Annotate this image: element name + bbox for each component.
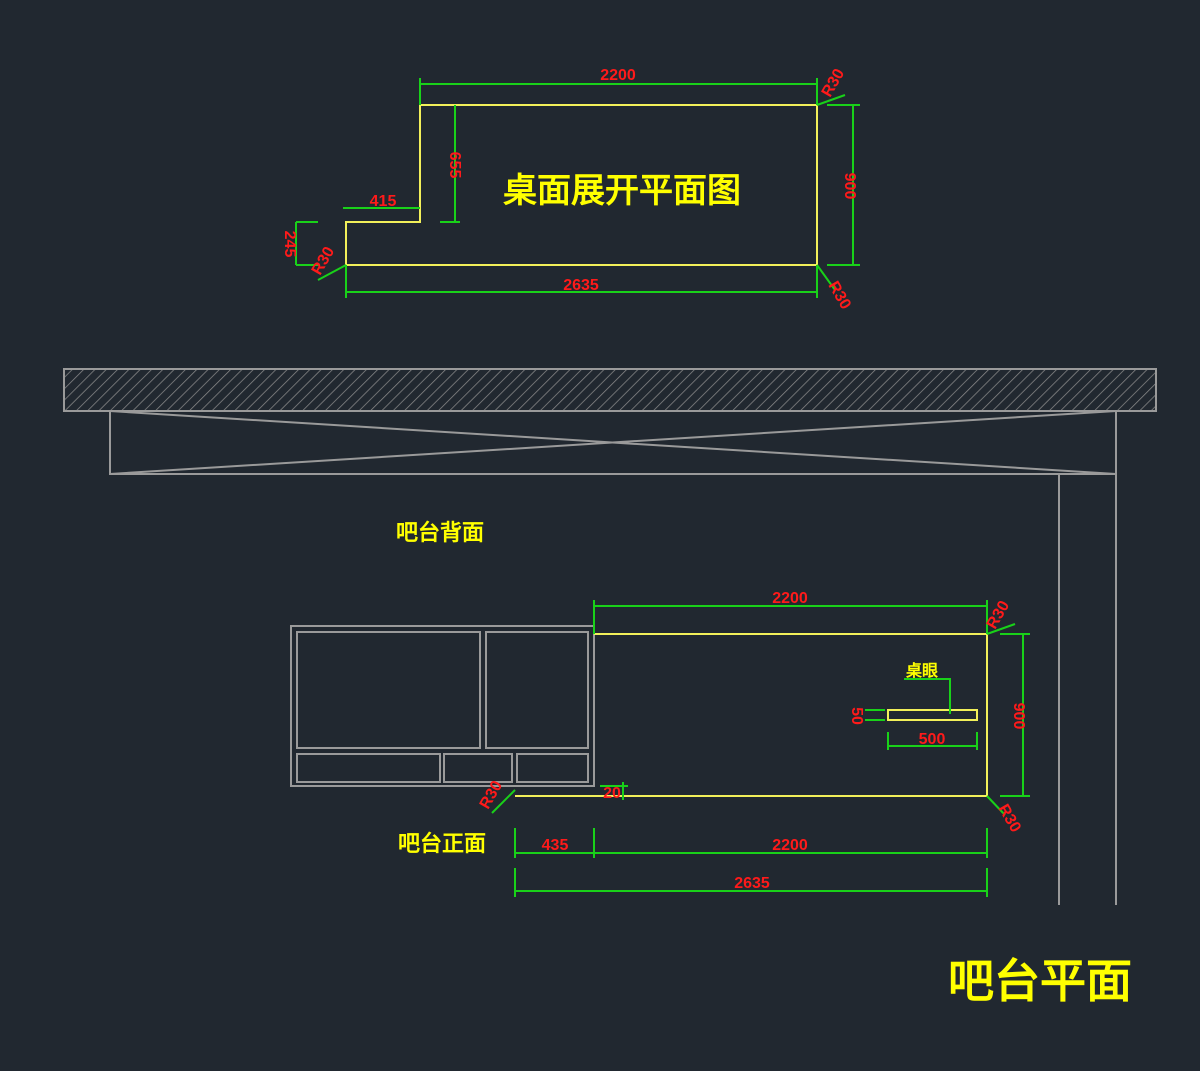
- dim-radius: R30: [477, 778, 506, 812]
- back-cabinet: [290, 625, 595, 787]
- wall: [63, 368, 1157, 905]
- main-title: 吧台平面: [948, 954, 1132, 1008]
- dim-radius: R30: [309, 244, 338, 278]
- top-plan: 2200 655 415 245 900 2635 R30 R30 R30 桌面…: [281, 66, 860, 313]
- dim-hole-height: 50: [848, 707, 865, 725]
- dim-bar-width: 2200: [772, 590, 808, 607]
- dim-total: 2635: [734, 875, 770, 892]
- dim-radius: R30: [825, 279, 854, 313]
- bar-plan: 2200 900 500 50 435 2200 2635 20 R30 R30…: [477, 590, 1030, 897]
- hole-label: 桌眼: [906, 661, 938, 680]
- dim-radius: R30: [995, 802, 1024, 836]
- dim-seg-left: 435: [542, 837, 569, 854]
- top-plan-title: 桌面展开平面图: [503, 171, 741, 211]
- dim-step: 415: [370, 193, 397, 210]
- dim-left-height: 245: [281, 231, 298, 258]
- back-label: 吧台背面: [396, 520, 484, 546]
- dim-bottom-width: 2635: [563, 277, 599, 294]
- dim-step-height: 655: [446, 152, 463, 179]
- dim-right-height: 900: [841, 173, 858, 200]
- dim-top-width: 2200: [600, 67, 636, 84]
- front-label: 吧台正面: [398, 831, 486, 857]
- dim-bar-depth: 900: [1010, 703, 1027, 730]
- dim-seg-right: 2200: [772, 837, 808, 854]
- dim-hole-width: 500: [919, 731, 946, 748]
- dim-small: 20: [603, 785, 621, 802]
